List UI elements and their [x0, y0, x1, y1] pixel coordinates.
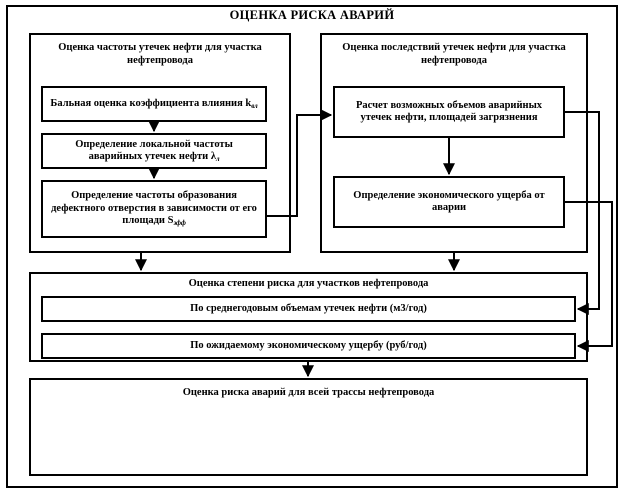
left-box-2-label: Определение локальной частоты аварийных …: [75, 138, 233, 163]
left-box-score-coefficient[interactable]: Бальная оценка коэффициента влияния kвл: [41, 86, 267, 122]
right-panel: [320, 33, 588, 253]
left-box-1-label: Бальная оценка коэффициента влияния kвл: [50, 97, 258, 110]
right-box-spill-volumes[interactable]: Расчет возможных объемов аварийных утече…: [333, 86, 565, 138]
middle-box-expected-economic-damage[interactable]: По ожидаемому экономическому ущербу (руб…: [41, 333, 576, 359]
right-box-1-label: Расчет возможных объемов аварийных утече…: [355, 99, 543, 123]
left-panel-header: Оценка частоты утечек нефти для участка …: [58, 42, 262, 67]
left-box-3-label: Определение частоты образования дефектно…: [51, 190, 257, 228]
middle-box-1-label: По среднегодовым объемам утечек нефти (м…: [190, 302, 427, 314]
left-box-defect-hole-frequency[interactable]: Определение частоты образования дефектно…: [41, 180, 267, 238]
left-panel: [29, 33, 291, 253]
outer-frame: [6, 5, 618, 488]
left-box-1-subscript: вл: [251, 101, 258, 110]
middle-panel-header: Оценка степени риска для участков нефтеп…: [188, 278, 429, 289]
diagram-title: ОЦЕНКА РИСКА АВАРИЙ: [229, 8, 395, 22]
left-box-local-frequency[interactable]: Определение локальной частоты аварийных …: [41, 133, 267, 169]
bottom-panel: [29, 378, 588, 476]
middle-box-2-label: По ожидаемому экономическому ущербу (руб…: [190, 339, 427, 351]
bottom-panel-header: Оценка риска аварий для всей трассы нефт…: [182, 387, 435, 398]
left-box-2-subscript: л: [215, 154, 220, 163]
right-box-2-label: Определение экономического ущерба от ава…: [353, 189, 545, 213]
middle-box-annual-leak-volume[interactable]: По среднегодовым объемам утечек нефти (м…: [41, 296, 576, 322]
right-box-economic-damage[interactable]: Определение экономического ущерба от ава…: [333, 176, 565, 228]
right-panel-header: Оценка последствий утечек нефти для учас…: [342, 42, 566, 67]
left-box-3-subscript: эфф: [173, 219, 186, 228]
middle-panel: [29, 272, 588, 362]
